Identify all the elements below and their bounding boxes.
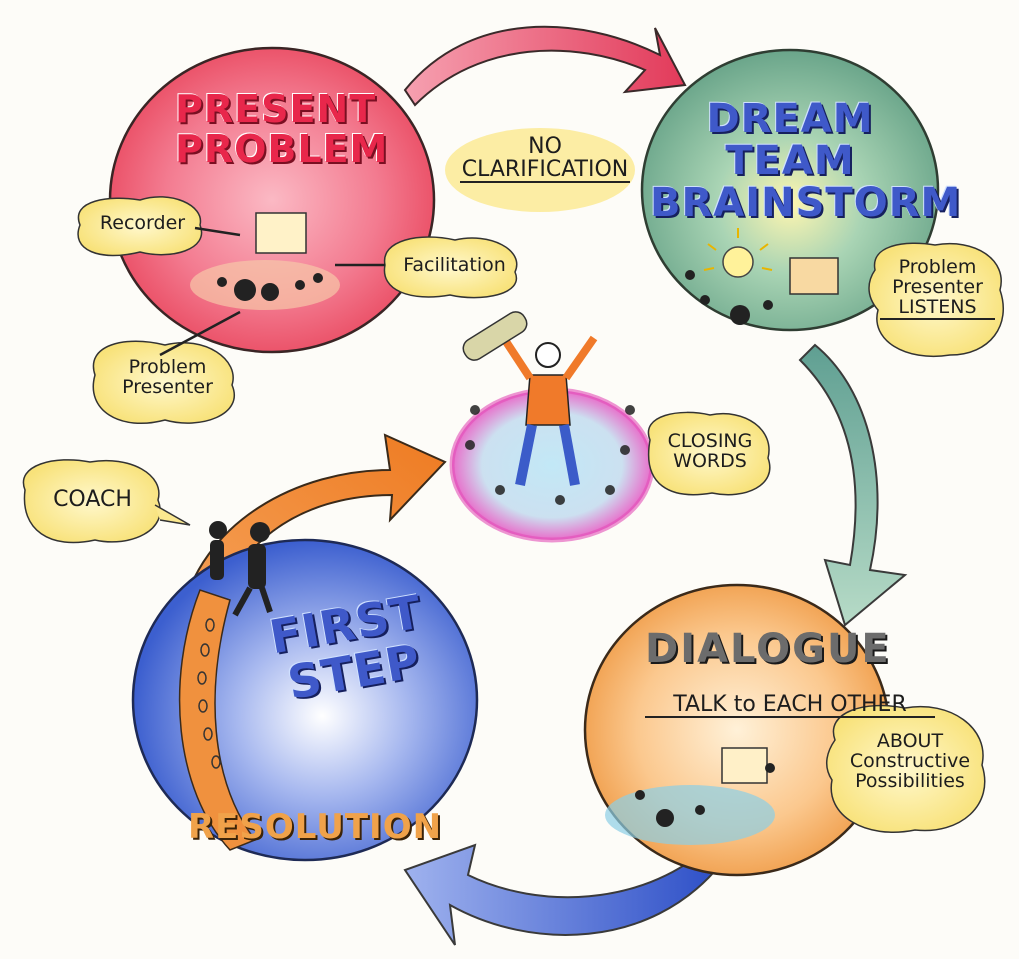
scroll-icon (462, 311, 528, 361)
note-presenter-listens: Problem Presenter LISTENS (880, 256, 995, 320)
lightbulb-icon (703, 228, 773, 278)
about-line3: Possibilities (855, 769, 965, 792)
note-facilitation: Facilitation (403, 254, 506, 276)
present-problem-circle (108, 46, 436, 354)
about-line1: ABOUT (876, 730, 944, 752)
listens-line2: Presenter (892, 275, 983, 298)
arrow-dream-to-dialogue (798, 343, 908, 627)
note-no-clarification: NO CLARIFICATION (460, 134, 630, 184)
listens-line1: Problem (898, 256, 977, 278)
listens-line3: LISTENS (880, 297, 995, 320)
note-cloud-problem-presenter (92, 340, 235, 425)
dream-line3: BRAINSTORM (650, 180, 962, 226)
note-recorder: Recorder (99, 212, 186, 234)
present-problem-title: PRESENT PROBLEM (175, 87, 389, 171)
problem-presenter-line2: Presenter (122, 375, 213, 398)
note-cloud-coach (22, 459, 191, 544)
dialogue-subtitle: TALK to EACH OTHER (645, 693, 935, 719)
note-cloud-about (825, 704, 986, 833)
present-line2: PROBLEM (175, 126, 389, 171)
note-cloud-no-clarification (445, 128, 635, 212)
dream-team-title: DREAM TEAM BRAINSTORM (650, 96, 962, 226)
closing-line2: WORDS (673, 449, 747, 472)
about-line2: Constructive (849, 749, 971, 772)
note-closing-words: CLOSING WORDS (655, 430, 765, 472)
note-cloud-presenter-listens (868, 242, 1005, 357)
note-coach: COACH (53, 487, 132, 512)
note-cloud-facilitation (383, 236, 518, 299)
arrow-present-to-dream (403, 25, 687, 107)
dream-team-circle (640, 48, 940, 332)
closing-circle (449, 311, 655, 543)
problem-presenter-line1: Problem (128, 356, 207, 378)
dialogue-title: DIALOGUE (645, 626, 891, 672)
closing-line1: CLOSING (667, 430, 753, 452)
dialogue-circle (583, 583, 891, 877)
walking-figures-icon (209, 521, 273, 617)
dream-line2: TEAM (725, 138, 855, 184)
note-problem-presenter: Problem Presenter (105, 356, 230, 398)
first-step-circle (131, 521, 479, 862)
no-clarification-line2: CLARIFICATION (460, 157, 630, 184)
note-about: ABOUT Constructive Possibilities (840, 730, 980, 792)
note-cloud-closing-words (647, 411, 771, 496)
resolution-label: RESOLUTION (188, 807, 443, 847)
celebrating-person-icon (501, 335, 598, 486)
no-clarification-line1: NO (528, 134, 562, 159)
present-line1: PRESENT (175, 87, 377, 131)
arrow-dialogue-to-first-step (403, 843, 722, 946)
dream-line1: DREAM (706, 96, 874, 142)
note-cloud-recorder (77, 196, 203, 257)
